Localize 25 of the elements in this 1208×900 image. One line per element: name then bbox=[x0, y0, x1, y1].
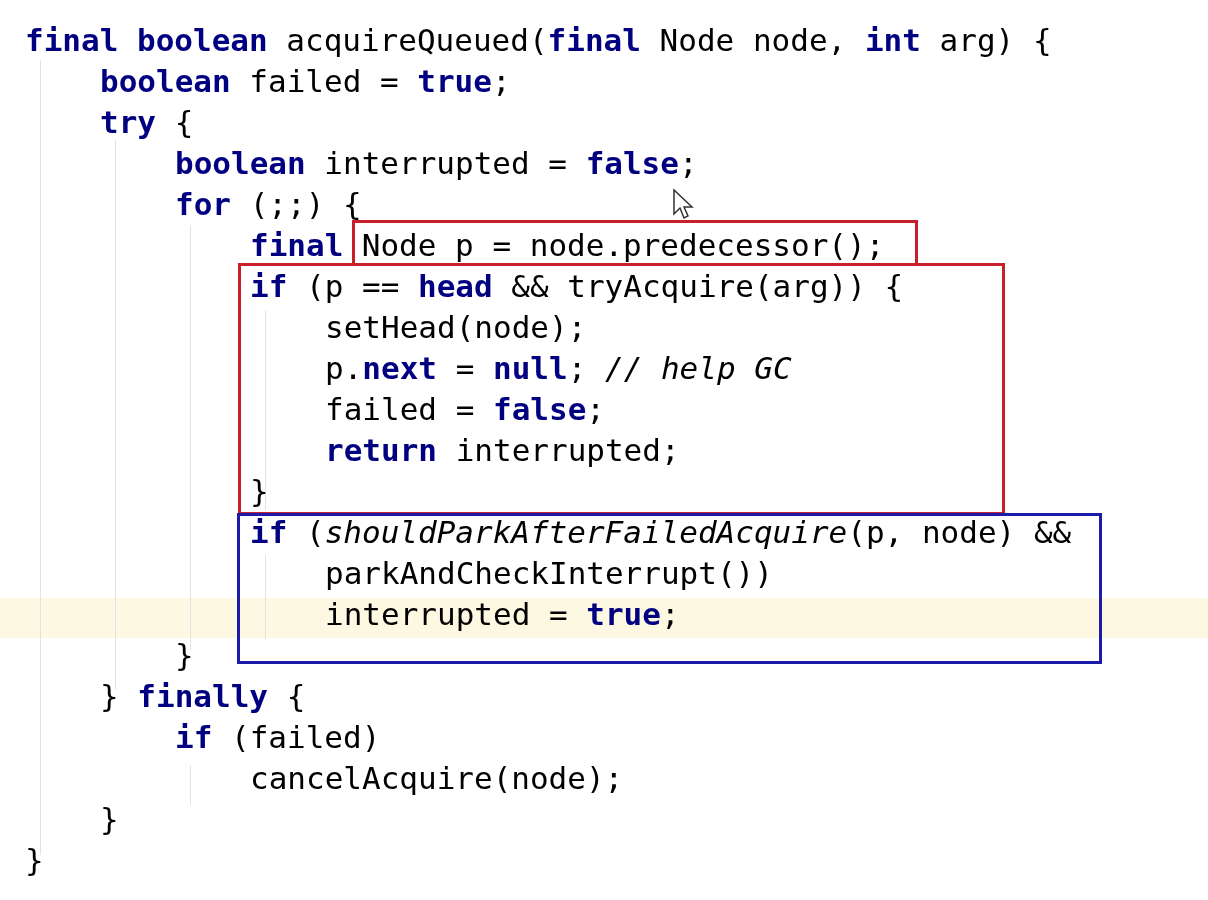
code-line: Node p = node.predecessor(); bbox=[361, 226, 885, 265]
code-line: } bbox=[25, 841, 44, 880]
code-line: boolean interrupted = false; bbox=[175, 144, 698, 183]
code-line: for (;;) { bbox=[175, 185, 362, 224]
code-line: interrupted = true; bbox=[325, 595, 680, 634]
code-line: try { bbox=[100, 103, 194, 142]
code-line: if (shouldParkAfterFailedAcquire(p, node) && bbox=[250, 513, 1072, 552]
highlight-box bbox=[238, 263, 1005, 515]
code-line: } bbox=[250, 472, 269, 511]
code-line: } bbox=[175, 636, 194, 675]
code-line: } bbox=[100, 800, 119, 839]
code-line: if (failed) bbox=[175, 718, 381, 757]
code-line: final bbox=[250, 226, 344, 265]
code-line: } finally { bbox=[100, 677, 306, 716]
code-line: setHead(node); bbox=[325, 308, 587, 347]
highlight-box bbox=[237, 513, 1102, 664]
code-line: failed = false; bbox=[325, 390, 605, 429]
code-line: parkAndCheckInterrupt()) bbox=[325, 554, 773, 593]
code-line: boolean failed = true; bbox=[100, 62, 511, 101]
code-line: p.next = null; // help GC bbox=[325, 349, 792, 388]
code-line: final boolean acquireQueued(final Node node, int arg) { bbox=[25, 21, 1052, 60]
highlight-box bbox=[352, 220, 918, 266]
code-line: cancelAcquire(node); bbox=[250, 759, 624, 798]
code-line: return interrupted; bbox=[325, 431, 680, 470]
code-line: if (p == head && tryAcquire(arg)) { bbox=[250, 267, 904, 306]
